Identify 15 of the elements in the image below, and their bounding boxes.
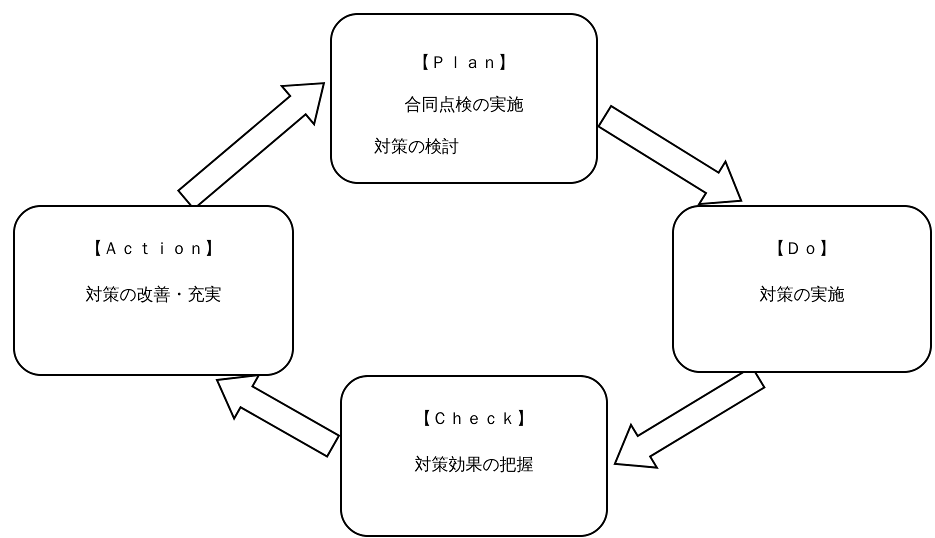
phase-heading: 【Ｃｈｅｃｋ】 (414, 408, 534, 430)
task-text: 対策効果の把握 (414, 454, 534, 476)
phase-heading: 【Ｐｌａｎ】 (413, 52, 515, 74)
phase-heading: 【Ｄｏ】 (768, 238, 836, 260)
task-text: 対策の検討 (374, 136, 459, 158)
block-arrow (215, 374, 340, 458)
phase-heading: 【Ａｃｔｉｏｎ】 (86, 238, 222, 260)
process-box (340, 375, 608, 537)
process-box (13, 205, 294, 376)
task-text: 対策の改善・充実 (86, 284, 222, 306)
task-text: 対策の実施 (760, 284, 844, 306)
task-text: 合同点検の実施 (404, 94, 524, 116)
process-box (672, 205, 932, 373)
block-arrow (597, 104, 743, 206)
process-box (330, 13, 598, 184)
